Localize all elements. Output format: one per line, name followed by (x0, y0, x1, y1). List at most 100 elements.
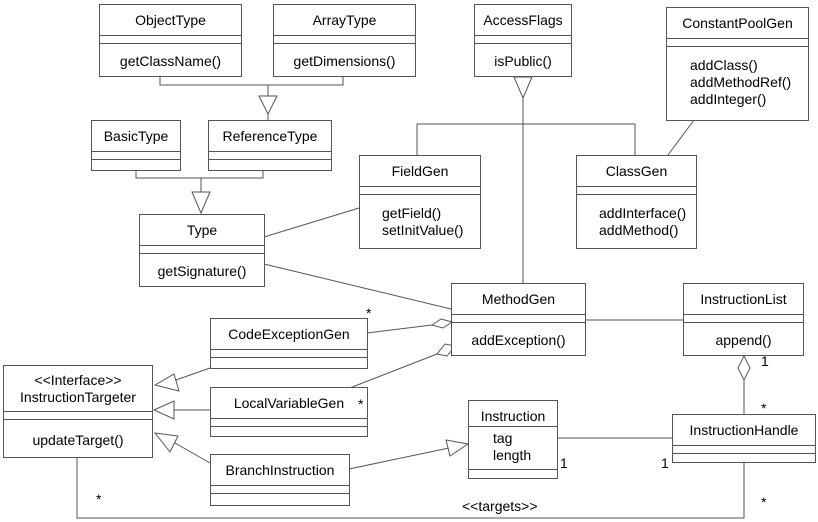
attribute: length (493, 447, 532, 463)
divider (274, 43, 415, 44)
class-classgen[interactable]: ClassGen addInterface() addMethod() (576, 155, 697, 249)
class-methodgen[interactable]: MethodGen addException() (451, 283, 586, 356)
targets-association (76, 457, 745, 519)
aggregation-diamond (436, 343, 456, 357)
operations: getField() setInitValue() (382, 205, 480, 239)
aggregation-localvariable (341, 353, 438, 392)
inheritance-arrowhead (153, 432, 179, 453)
class-name: ArrayType (312, 12, 377, 28)
class-codeexceptiongen[interactable]: CodeExceptionGen (210, 318, 368, 369)
multiplicity-label: 1 (661, 455, 669, 471)
operation: addException() (471, 332, 566, 348)
divider (360, 194, 480, 195)
operations: append() (684, 332, 803, 349)
class-name: ClassGen (605, 163, 668, 179)
association-constantpool-classgen (667, 119, 695, 156)
divider (452, 322, 585, 323)
divider (211, 493, 349, 494)
multiplicity-label: 1 (761, 353, 769, 369)
divider (140, 253, 264, 254)
divider (684, 314, 803, 315)
operation: addMethod() (599, 222, 679, 238)
inheritance-arrowhead (513, 76, 533, 100)
divider (140, 245, 264, 246)
class-referencetype[interactable]: ReferenceType (208, 120, 332, 171)
operation: isPublic() (494, 53, 552, 69)
aggregation-diamond (737, 354, 751, 382)
divider (577, 194, 696, 195)
class-fieldgen[interactable]: FieldGen getField() setInitValue() (359, 155, 481, 249)
class-name: CodeExceptionGen (228, 326, 350, 342)
interface-header: <<Interface>> InstructionTargeter (4, 372, 152, 406)
multiplicity-label: * (366, 305, 372, 321)
inheritance-arrowhead (445, 439, 470, 457)
class-accessflags[interactable]: AccessFlags isPublic() (474, 4, 572, 77)
operations: addInterface() addMethod() (599, 205, 696, 239)
attribute: tag (493, 430, 513, 446)
operations: updateTarget() (4, 432, 152, 449)
divider (452, 314, 585, 315)
interface-instructiontargeter[interactable]: <<Interface>> InstructionTargeter update… (3, 365, 153, 458)
divider (577, 186, 696, 187)
divider (92, 151, 180, 152)
divider (209, 151, 331, 152)
inheritance-arrowhead (153, 373, 180, 392)
association-type-fieldgen (263, 207, 360, 238)
divider (469, 426, 557, 427)
accessflags-branch (416, 123, 636, 155)
operations: addException() (452, 332, 585, 349)
aggregation-diamond (430, 318, 454, 329)
operation: addInterface() (599, 205, 687, 221)
generalization-branch-instruction (348, 447, 450, 470)
operations: getDimensions() (274, 53, 415, 70)
divider (475, 35, 571, 36)
divider (211, 485, 349, 486)
class-type[interactable]: Type getSignature() (139, 214, 265, 287)
divider (469, 469, 557, 470)
aggregation-codeexception (366, 324, 433, 334)
inheritance-arrowhead (258, 95, 278, 116)
multiplicity-label: * (761, 400, 767, 416)
class-basictype[interactable]: BasicType (91, 120, 181, 171)
operation: setInitValue() (382, 222, 464, 238)
class-name: ConstantPoolGen (682, 15, 793, 31)
multiplicity-label: * (761, 494, 767, 510)
attributes: tag length (493, 430, 557, 464)
generalization-objecttype (159, 76, 269, 96)
divider (4, 411, 152, 412)
operation: addClass() (690, 57, 758, 73)
realization-codeexception (175, 367, 211, 381)
operation: updateTarget() (32, 432, 124, 448)
class-name: BasicType (103, 128, 169, 144)
class-localvariablegen[interactable]: LocalVariableGen (210, 387, 368, 437)
stereotype-label: <<Interface>> (34, 372, 122, 388)
divider (211, 426, 367, 427)
generalization-basictype (135, 170, 264, 179)
class-arraytype[interactable]: ArrayType getDimensions() (273, 4, 416, 77)
operations: getClassName() (100, 53, 241, 70)
class-branchinstruction[interactable]: BranchInstruction (210, 454, 350, 506)
inheritance-arrowhead (152, 400, 175, 420)
class-name: ObjectType (135, 12, 206, 28)
class-name: InstructionHandle (689, 422, 799, 438)
multiplicity-label: 1 (560, 455, 568, 471)
divider (667, 38, 808, 39)
operations: getSignature() (140, 263, 264, 280)
divider (100, 43, 241, 44)
class-name: Type (186, 222, 218, 238)
divider (475, 43, 571, 44)
class-objecttype[interactable]: ObjectType getClassName() (99, 4, 242, 77)
class-instructionlist[interactable]: InstructionList append() (683, 283, 804, 356)
class-constantpoolgen[interactable]: ConstantPoolGen addClass() addMethodRef(… (666, 7, 809, 121)
class-name: InstructionTargeter (20, 389, 136, 405)
divider (667, 46, 808, 47)
class-instruction[interactable]: Instruction tag length (468, 400, 558, 479)
operation: addInteger() (690, 91, 767, 107)
association-type-methodgen (263, 263, 452, 310)
class-name: ReferenceType (222, 128, 318, 144)
operations: isPublic() (475, 53, 571, 70)
class-instructionhandle[interactable]: InstructionHandle (672, 414, 816, 463)
class-name: AccessFlags (483, 12, 563, 28)
